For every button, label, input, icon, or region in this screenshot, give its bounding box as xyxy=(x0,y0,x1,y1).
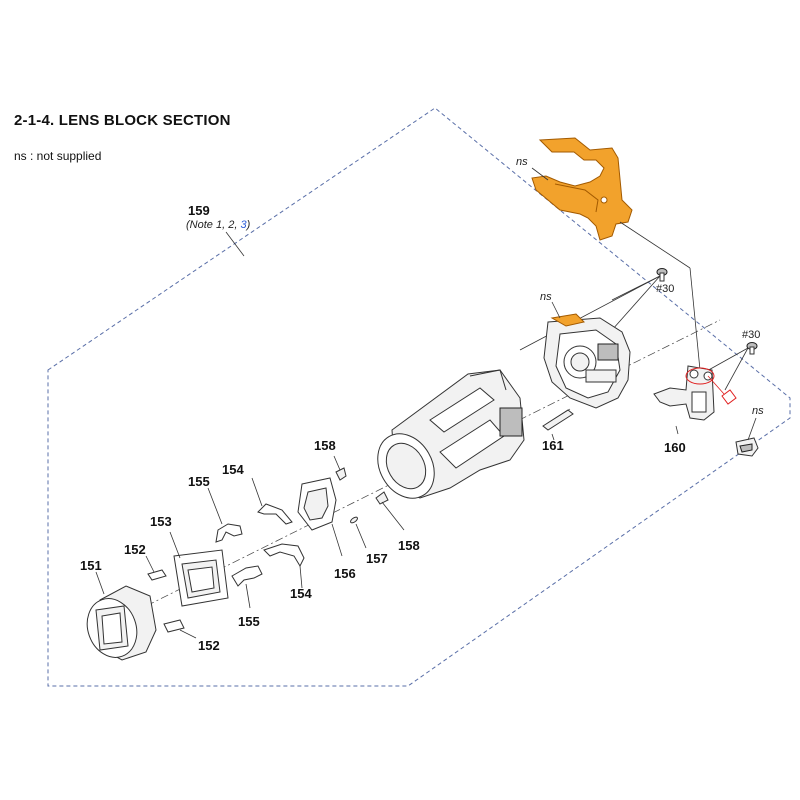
callout-159: 159 xyxy=(188,203,210,218)
callout-161: 161 xyxy=(542,438,564,453)
assy-line-7 xyxy=(724,347,749,391)
part-155-blade-lower xyxy=(231,565,263,587)
leader-152b xyxy=(179,629,197,639)
part-152-lower xyxy=(163,619,185,633)
leader-156 xyxy=(331,523,343,557)
leader-154b xyxy=(299,565,303,589)
part-154-blade-upper xyxy=(257,503,293,525)
leader-151 xyxy=(95,571,105,595)
leader-157 xyxy=(355,523,367,549)
callout-156: 156 xyxy=(334,566,356,581)
callout-155-lower: 155 xyxy=(238,614,260,629)
callout-154-upper: 154 xyxy=(222,462,244,477)
callout-160: 160 xyxy=(664,440,686,455)
flex-cable-top xyxy=(531,137,633,241)
callout-screw-right: #30 xyxy=(742,329,760,341)
part-158-upper xyxy=(335,467,347,481)
part-160-bracket xyxy=(653,365,737,421)
leader-152a xyxy=(145,555,155,573)
callout-screw-top: #30 xyxy=(656,283,674,295)
callout-ns-top: ns xyxy=(516,156,528,168)
assy-line-3 xyxy=(611,275,661,331)
part-157-pin xyxy=(350,516,358,524)
callout-ns-right: ns xyxy=(752,405,764,417)
part-ns-clip-right xyxy=(735,437,759,457)
part-152-upper xyxy=(147,569,167,581)
assy-line-4 xyxy=(519,275,661,351)
leader-153 xyxy=(169,531,181,559)
ns-legend: ns : not supplied xyxy=(14,149,102,163)
leader-ns-mid xyxy=(551,301,561,319)
callout-154-lower: 154 xyxy=(290,586,312,601)
lens-barrel-body xyxy=(377,369,525,499)
leader-155b xyxy=(245,583,251,609)
screw-right-icon xyxy=(746,342,758,355)
leader-159 xyxy=(225,231,245,257)
leader-ns-right xyxy=(747,417,757,441)
part-151-lens-ring xyxy=(86,585,157,661)
note-3-link[interactable]: 3 xyxy=(240,219,247,231)
callout-152-lower: 152 xyxy=(198,638,220,653)
leader-161 xyxy=(551,433,555,441)
leader-158a xyxy=(333,455,341,471)
part-154-blade-lower xyxy=(263,543,305,568)
section-border xyxy=(47,107,791,687)
part-153-frame xyxy=(173,549,229,607)
assy-line-1 xyxy=(619,221,691,269)
callout-158-upper: 158 xyxy=(314,438,336,453)
leader-158b xyxy=(381,501,405,531)
callout-151: 151 xyxy=(80,558,102,573)
callout-153: 153 xyxy=(150,514,172,529)
leader-160 xyxy=(675,425,679,435)
part-158-lower xyxy=(375,491,389,505)
rear-mechanism-unit xyxy=(543,313,631,409)
assy-line-2 xyxy=(689,267,701,371)
part-155-blade-upper xyxy=(215,523,243,543)
part-156-plate xyxy=(297,477,337,531)
callout-157: 157 xyxy=(366,551,388,566)
screw-top-icon xyxy=(656,268,668,282)
leader-ns-top xyxy=(531,167,549,181)
callout-158-lower: 158 xyxy=(398,538,420,553)
leader-155a xyxy=(207,487,223,525)
callout-152-upper: 152 xyxy=(124,542,146,557)
callout-ns-mid: ns xyxy=(540,291,552,303)
section-title: 2-1-4. LENS BLOCK SECTION xyxy=(14,112,231,129)
callout-155-upper: 155 xyxy=(188,474,210,489)
part-161-rod xyxy=(542,408,574,431)
assy-line-5 xyxy=(611,275,661,301)
leader-154a xyxy=(251,477,263,507)
callout-159-note: (Note 1, 2, 3) xyxy=(186,219,251,231)
assy-line-6 xyxy=(704,347,749,373)
